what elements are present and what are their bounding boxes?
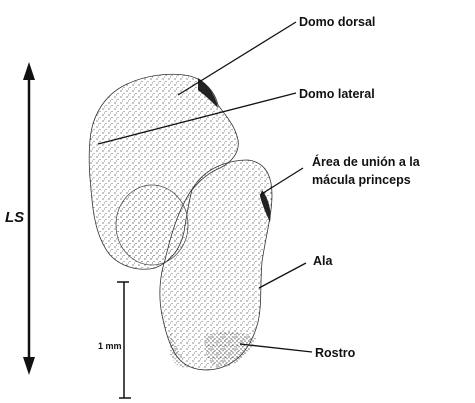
leader-domo-dorsal (178, 22, 296, 95)
label-domo-lateral: Domo lateral (299, 87, 375, 101)
label-area-union-line1: Área de unión a la (312, 154, 421, 169)
label-scale: 1 mm (98, 341, 122, 351)
label-rostro: Rostro (315, 346, 356, 360)
scale-bar (117, 282, 131, 398)
label-area-union-line2: mácula princeps (312, 173, 411, 187)
arrow-up-icon (23, 62, 35, 80)
otolith-body (89, 74, 272, 370)
label-domo-dorsal: Domo dorsal (299, 15, 375, 29)
arrow-down-icon (23, 357, 35, 375)
label-ls: LS (5, 209, 24, 226)
leader-ala (259, 263, 306, 288)
ls-axis (23, 62, 35, 375)
label-ala: Ala (313, 254, 334, 268)
